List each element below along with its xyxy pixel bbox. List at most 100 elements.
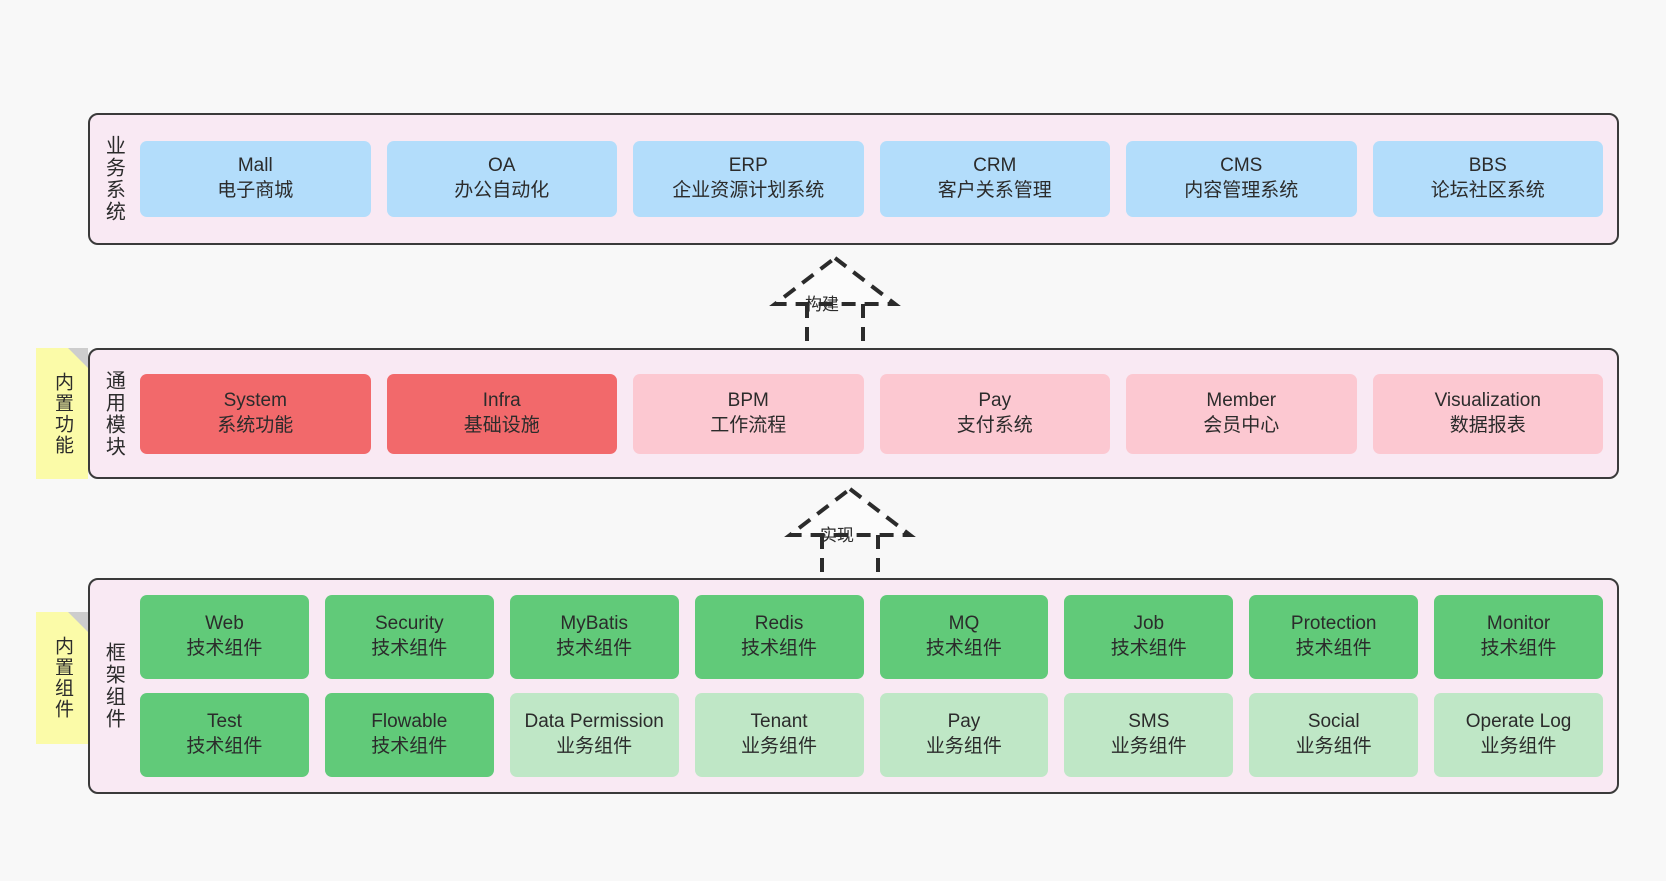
business-card-crm[interactable]: CRM 客户关系管理	[879, 141, 1110, 217]
card-desc: 业务组件	[1110, 736, 1187, 757]
card-desc: 技术组件	[1295, 638, 1372, 659]
framework-tech-row: Web 技术组件 Security 技术组件 MyBatis 技术组件 Redi…	[140, 595, 1603, 679]
layer-title-business: 业务系统	[102, 135, 125, 223]
card-desc: 技术组件	[1480, 638, 1557, 659]
common-card-member[interactable]: Member 会员中心	[1126, 373, 1357, 454]
card-name: Pay	[978, 389, 1012, 411]
framework-card-data-permission[interactable]: Data Permission 业务组件	[509, 693, 679, 777]
common-card-system[interactable]: System 系统功能	[140, 373, 371, 454]
card-name: Redis	[754, 613, 804, 635]
business-card-oa[interactable]: OA 办公自动化	[386, 141, 617, 217]
card-name: ERP	[728, 155, 768, 177]
layer-common-modules: 通用模块 System 系统功能 Infra 基础设施 BPM 工作流程 Pay	[88, 348, 1619, 479]
card-name: Protection	[1290, 613, 1377, 635]
card-desc: 论坛社区系统	[1430, 180, 1545, 201]
card-name: System	[223, 389, 287, 411]
card-name: BBS	[1468, 155, 1507, 177]
framework-business-row: Test 技术组件 Flowable 技术组件 Data Permission …	[140, 693, 1603, 777]
common-card-visualization[interactable]: Visualization 数据报表	[1372, 373, 1603, 454]
layer-body-common: System 系统功能 Infra 基础设施 BPM 工作流程 Pay 支付系统…	[136, 350, 1617, 477]
card-name: Member	[1206, 389, 1277, 411]
framework-card-redis[interactable]: Redis 技术组件	[694, 595, 864, 679]
card-desc: 技术组件	[925, 638, 1002, 659]
common-items-row: System 系统功能 Infra 基础设施 BPM 工作流程 Pay 支付系统…	[140, 373, 1603, 454]
common-card-infra[interactable]: Infra 基础设施	[386, 373, 617, 454]
dashed-generalization-arrow-icon	[769, 255, 901, 348]
connector-build-label: 构建	[805, 295, 839, 314]
card-desc: 业务组件	[925, 736, 1002, 757]
framework-card-pay[interactable]: Pay 业务组件	[879, 693, 1049, 777]
card-desc: 电子商城	[217, 180, 294, 201]
common-card-bpm[interactable]: BPM 工作流程	[633, 373, 864, 454]
framework-card-flowable[interactable]: Flowable 技术组件	[324, 693, 494, 777]
card-name: CMS	[1220, 155, 1263, 177]
framework-card-protection[interactable]: Protection 技术组件	[1249, 595, 1419, 679]
card-name: Web	[205, 613, 244, 635]
card-name: Flowable	[371, 711, 448, 733]
framework-card-operate-log[interactable]: Operate Log 业务组件	[1434, 693, 1603, 777]
connector-implement: 实现	[760, 483, 940, 579]
card-desc: 会员中心	[1203, 414, 1280, 436]
card-name: CRM	[973, 155, 1017, 177]
business-card-cms[interactable]: CMS 内容管理系统	[1126, 141, 1357, 217]
card-name: Data Permission	[524, 711, 664, 733]
layer-business-systems: 业务系统 Mall 电子商城 OA 办公自动化 ERP 企业资源计划系统 CRM	[88, 113, 1619, 245]
framework-card-mq[interactable]: MQ 技术组件	[879, 595, 1049, 679]
card-desc: 客户关系管理	[937, 180, 1052, 201]
card-desc: 技术组件	[186, 736, 263, 757]
layer-framework-components: 框架组件 Web 技术组件 Security 技术组件 MyBatis 技术组件…	[88, 578, 1619, 794]
sticky-note-builtin-functions: 内置功能	[36, 348, 88, 479]
card-desc: 业务组件	[741, 736, 818, 757]
card-desc: 数据报表	[1449, 414, 1526, 436]
dashed-generalization-arrow-icon	[784, 486, 916, 579]
layer-body-framework: Web 技术组件 Security 技术组件 MyBatis 技术组件 Redi…	[136, 580, 1617, 792]
card-name: Infra	[482, 389, 521, 411]
framework-card-security[interactable]: Security 技术组件	[324, 595, 494, 679]
card-name: MQ	[948, 613, 980, 635]
card-desc: 技术组件	[186, 638, 263, 659]
card-desc: 工作流程	[710, 414, 787, 436]
framework-card-web[interactable]: Web 技术组件	[140, 595, 309, 679]
card-desc: 内容管理系统	[1184, 180, 1299, 201]
sticky-note-label: 内置功能	[52, 371, 74, 456]
card-desc: 办公自动化	[454, 180, 550, 201]
framework-card-monitor[interactable]: Monitor 技术组件	[1434, 595, 1603, 679]
business-items-row: Mall 电子商城 OA 办公自动化 ERP 企业资源计划系统 CRM 客户关系…	[140, 141, 1603, 217]
card-name: Pay	[947, 711, 981, 733]
card-name: Security	[374, 613, 444, 635]
card-name: Visualization	[1434, 389, 1541, 411]
card-name: OA	[488, 155, 516, 177]
card-desc: 系统功能	[217, 414, 294, 436]
card-name: Operate Log	[1465, 711, 1572, 733]
sticky-note-label: 内置组件	[52, 636, 74, 720]
card-name: Job	[1133, 613, 1165, 635]
common-card-pay[interactable]: Pay 支付系统	[879, 373, 1110, 454]
business-card-erp[interactable]: ERP 企业资源计划系统	[633, 141, 864, 217]
framework-card-social[interactable]: Social 业务组件	[1249, 693, 1419, 777]
connector-implement-label: 实现	[820, 526, 854, 545]
card-desc: 技术组件	[556, 638, 633, 659]
connector-build: 构建	[745, 252, 925, 348]
card-name: BPM	[727, 389, 769, 411]
business-card-mall[interactable]: Mall 电子商城	[140, 141, 371, 217]
framework-card-test[interactable]: Test 技术组件	[140, 693, 309, 777]
card-desc: 基础设施	[463, 414, 540, 436]
framework-card-tenant[interactable]: Tenant 业务组件	[694, 693, 864, 777]
business-card-bbs[interactable]: BBS 论坛社区系统	[1372, 141, 1603, 217]
layer-body-business: Mall 电子商城 OA 办公自动化 ERP 企业资源计划系统 CRM 客户关系…	[136, 115, 1617, 243]
card-name: Monitor	[1486, 613, 1551, 635]
card-desc: 技术组件	[371, 638, 448, 659]
layer-title-common: 通用模块	[102, 369, 125, 458]
card-desc: 业务组件	[1480, 736, 1557, 757]
framework-card-job[interactable]: Job 技术组件	[1064, 595, 1234, 679]
card-desc: 企业资源计划系统	[672, 180, 825, 201]
card-desc: 业务组件	[556, 736, 633, 757]
card-name: Social	[1307, 711, 1360, 733]
card-name: SMS	[1128, 711, 1170, 733]
framework-card-mybatis[interactable]: MyBatis 技术组件	[509, 595, 679, 679]
card-desc: 技术组件	[371, 736, 448, 757]
card-name: Mall	[237, 155, 273, 177]
layer-title-framework: 框架组件	[102, 642, 125, 730]
framework-card-sms[interactable]: SMS 业务组件	[1064, 693, 1234, 777]
